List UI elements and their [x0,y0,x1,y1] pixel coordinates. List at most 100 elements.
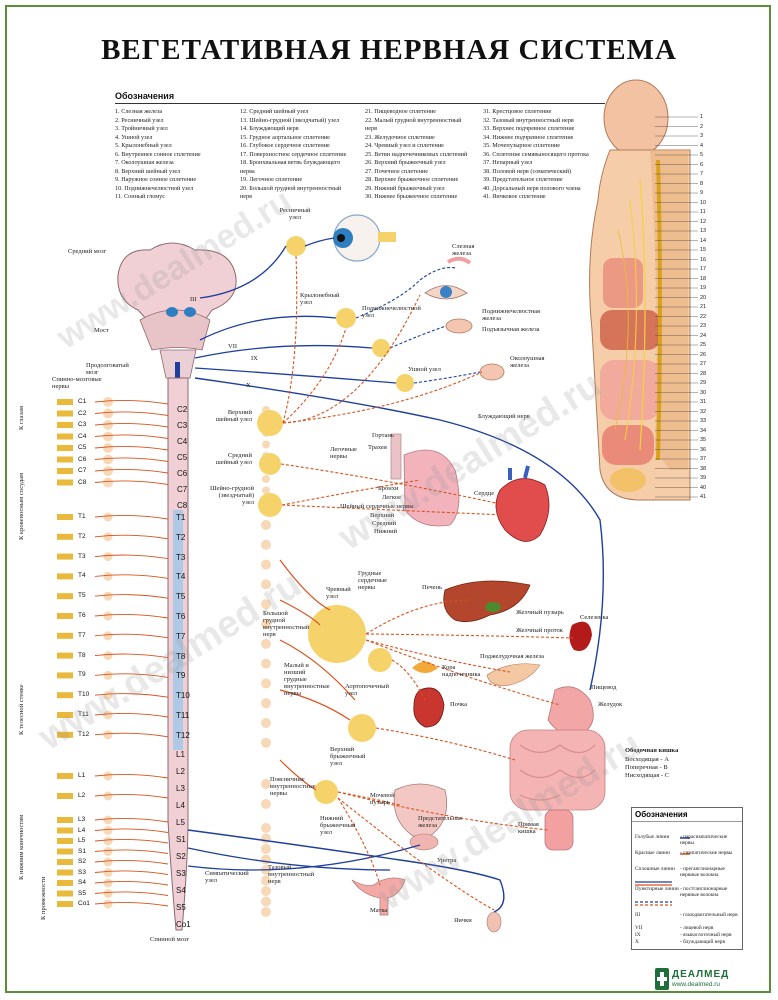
spinal-nerve-line [94,434,169,439]
segment-label-left: T7 [78,631,86,639]
label-colon-asc: Восходящая - A [625,756,669,763]
chain-ganglion-left [103,836,113,846]
legend-bottom-title: Обозначения [632,808,742,822]
spinal-nerve-root [57,731,73,738]
segment-label-left: C5 [78,444,87,451]
label-spinal-cord: Спинной мозг [150,936,190,943]
legend-entry: 38. Половой нерв (соматический) [483,167,572,175]
legend-entry: 1. Слезная железа [115,108,163,115]
body-number: 28 [700,370,707,377]
chain-ganglion-left [103,631,113,641]
label-uterus: Матка [370,907,388,914]
chain-ganglion-left [103,571,113,581]
segment-label-left: L1 [78,772,86,779]
label-to-eyes: К глазам [18,406,25,430]
body-number: 29 [700,380,707,386]
spinal-nerve-root [57,838,73,844]
label-inf-mesenteric: Нижний брыжеечный узел [320,815,356,836]
chain-ganglion-left [103,512,113,522]
eye [333,214,396,262]
body-number: 4 [700,142,704,149]
legend-entry: 31. Крестцовое сплетение [483,108,552,115]
label-midbrain: Средний мозг [68,248,107,255]
spinal-nerves-left [57,399,169,907]
label-stellate: Шейно-грудной (звездчатый) узел [210,485,254,506]
segment-label-cord: C2 [177,405,188,414]
chain-ganglion-right [261,539,271,550]
segment-label-cord: S3 [176,869,186,878]
chain-ganglion-right [261,896,271,907]
body-number: 37 [700,456,707,462]
legend-entry: 29. Нижний брыжеечный узел [365,184,445,192]
label-pulmonary-nerves: Легочные нервы [330,446,357,460]
spinal-nerve-line [94,457,169,462]
chain-ganglion-right [261,875,271,886]
spinal-cord [167,377,189,931]
legend-entry: 39. Предстательное сплетение [483,176,563,183]
label-submandibular-node: Поднижнечелюстной узел [362,305,421,319]
spinal-nerve-root [57,869,73,876]
segment-label-left: T9 [78,671,86,679]
segment-label-left: C3 [78,421,87,428]
chain-ganglion-left [103,477,113,488]
chain-ganglion-right [261,844,271,854]
legend-bottom-key: IX [635,932,641,938]
head-ganglia [286,236,414,392]
body-number: 19 [700,285,707,291]
body-number: 24 [700,332,707,339]
spinal-nerve-line [94,411,169,416]
segment-label-cord: T4 [176,572,186,582]
label-rectum: Прямая кишка [518,821,539,835]
legend-bottom-value: - блуждающий нерв [680,939,725,945]
legend-entry: 8. Верхний шейный узел [115,167,181,175]
spinal-nerve-line [94,399,169,405]
label-greater-splanchnic: Большой грудной внутренностный нерв [263,610,310,638]
chain-ganglion-right [261,619,271,629]
body-number: 13 [700,228,707,234]
legend-bottom-value: - постганглионарные нервные волокна [680,886,728,898]
chain-ganglion-right [261,638,271,649]
segment-label-cord: T1 [176,513,186,522]
segment-label-cord: C8 [177,501,188,510]
uterus [351,877,406,916]
label-colon-trans: Поперечная - B [625,764,668,771]
label-cardiac-lower: Нижний [374,528,398,535]
legend-entry: 25. Ветви надпочечниковых сплетений [365,150,468,158]
spinal-nerve-line [94,693,169,698]
segment-label-left: C2 [78,409,87,417]
body-figure [589,79,691,501]
body-number: 1 [700,114,704,120]
spinal-nerve-line [94,653,169,659]
spinal-nerve-line [94,859,169,865]
spinal-nerve-root [57,613,73,619]
chain-ganglion-left [103,454,113,465]
legend-entry: 20. Большой грудной внутренностный [240,184,342,192]
legend-bottom: Обозначения Голубые линии- парасимпатиче… [631,807,743,950]
legend-bottom-value: - языкоглоточный нерв [680,932,732,938]
label-medulla: Продолговатый мозг [86,362,129,376]
legend-entry: 19. Легочное сплетение [240,176,303,183]
legend-bottom-value: - симпатические нервы [680,850,733,856]
label-bronchi: Бронхи [378,485,399,492]
label-prostate: Предстательная железа [418,815,462,829]
label-esophagus: Пищевод [591,684,617,691]
legend-entry: нерв [365,125,378,132]
spinal-nerve-line [94,793,169,799]
spinal-nerve-line [94,773,169,779]
spinal-nerve-root [57,890,73,897]
spinal-nerve-root [57,514,73,520]
spinal-nerve-root [57,445,73,451]
segment-label-left: L3 [78,816,86,823]
legend-bottom-key: Пунктирные линии [635,886,679,892]
label-celiac: Чревный узел [326,586,351,600]
spinal-nerve-line [94,445,169,451]
legend-bottom-key: III [635,912,641,918]
chain-ganglion-right [261,799,271,809]
label-colon: Ободочная кишка [625,747,679,754]
body-number: 21 [700,304,707,310]
segment-label-cord: L4 [176,801,185,810]
spinal-nerve-line [94,673,169,678]
legend-entry: 33. Верхнее подчревное сплетение [483,125,575,132]
